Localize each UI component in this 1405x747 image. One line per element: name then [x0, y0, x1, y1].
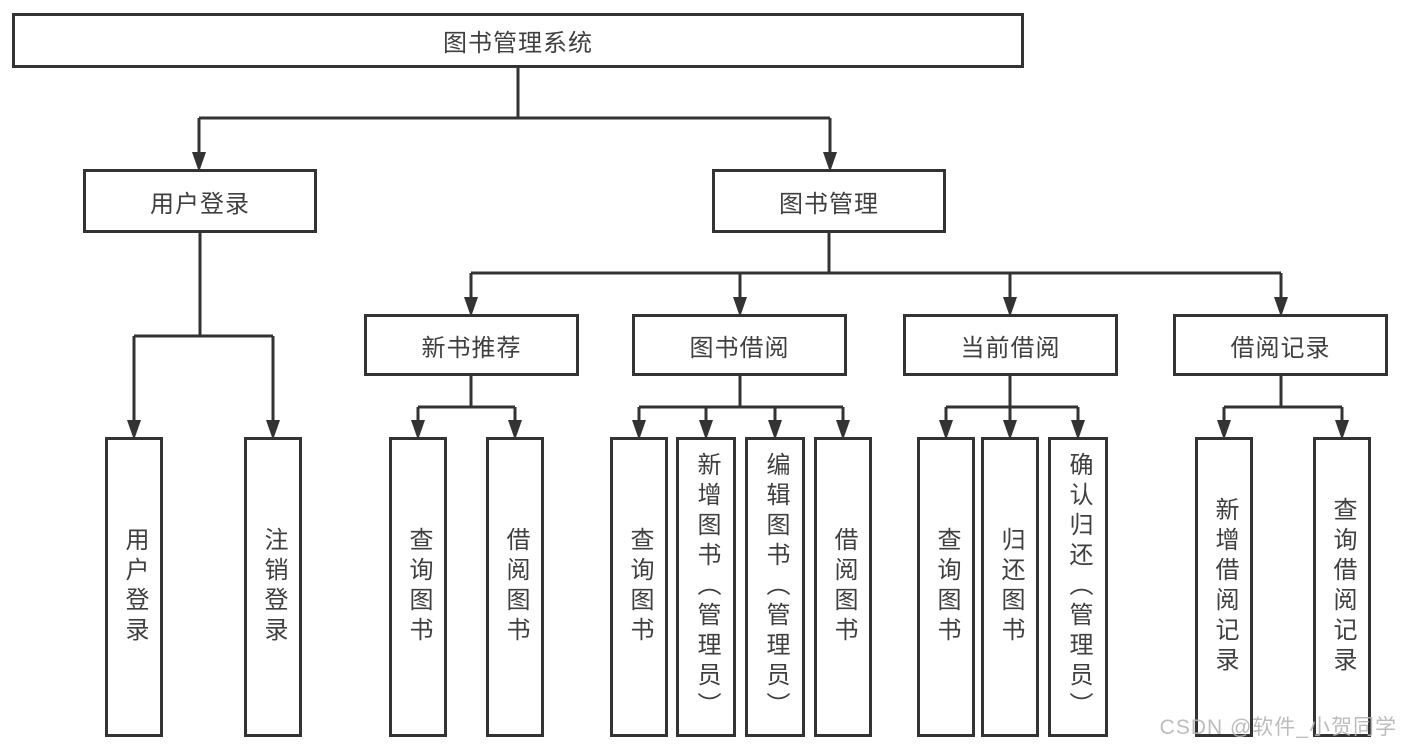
- leaf-query-borrow-record: 查询借阅记录: [1313, 437, 1371, 737]
- node-new-book-recommend: 新书推荐: [364, 314, 579, 376]
- leaf-query-books-current: 查询图书: [917, 437, 975, 737]
- leaf-return-books: 归还图书: [981, 437, 1039, 737]
- node-book-management-branch: 图书管理: [712, 169, 946, 233]
- leaf-confirm-return-admin: 确认归还（管理员）: [1048, 437, 1108, 737]
- leaf-add-books-admin: 新增图书（管理员）: [676, 437, 736, 737]
- node-book-borrowing: 图书借阅: [632, 314, 847, 376]
- leaf-add-borrow-record: 新增借阅记录: [1195, 437, 1253, 737]
- node-library-management-system: 图书管理系统: [12, 13, 1024, 68]
- leaf-logout: 注销登录: [244, 437, 302, 737]
- node-current-borrowing: 当前借阅: [903, 314, 1118, 376]
- leaf-user-login: 用户登录: [105, 437, 163, 737]
- node-borrowing-records: 借阅记录: [1173, 314, 1388, 376]
- leaf-query-books-recommend: 查询图书: [389, 437, 447, 737]
- node-user-login-branch: 用户登录: [83, 169, 317, 233]
- leaf-borrow-books-borrowing: 借阅图书: [814, 437, 872, 737]
- csdn-watermark: CSDN @软件_小贺同学: [1159, 716, 1397, 739]
- leaf-edit-books-admin: 编辑图书（管理员）: [745, 437, 805, 737]
- leaf-query-books-borrowing: 查询图书: [610, 437, 668, 737]
- leaf-borrow-books-recommend: 借阅图书: [486, 437, 544, 737]
